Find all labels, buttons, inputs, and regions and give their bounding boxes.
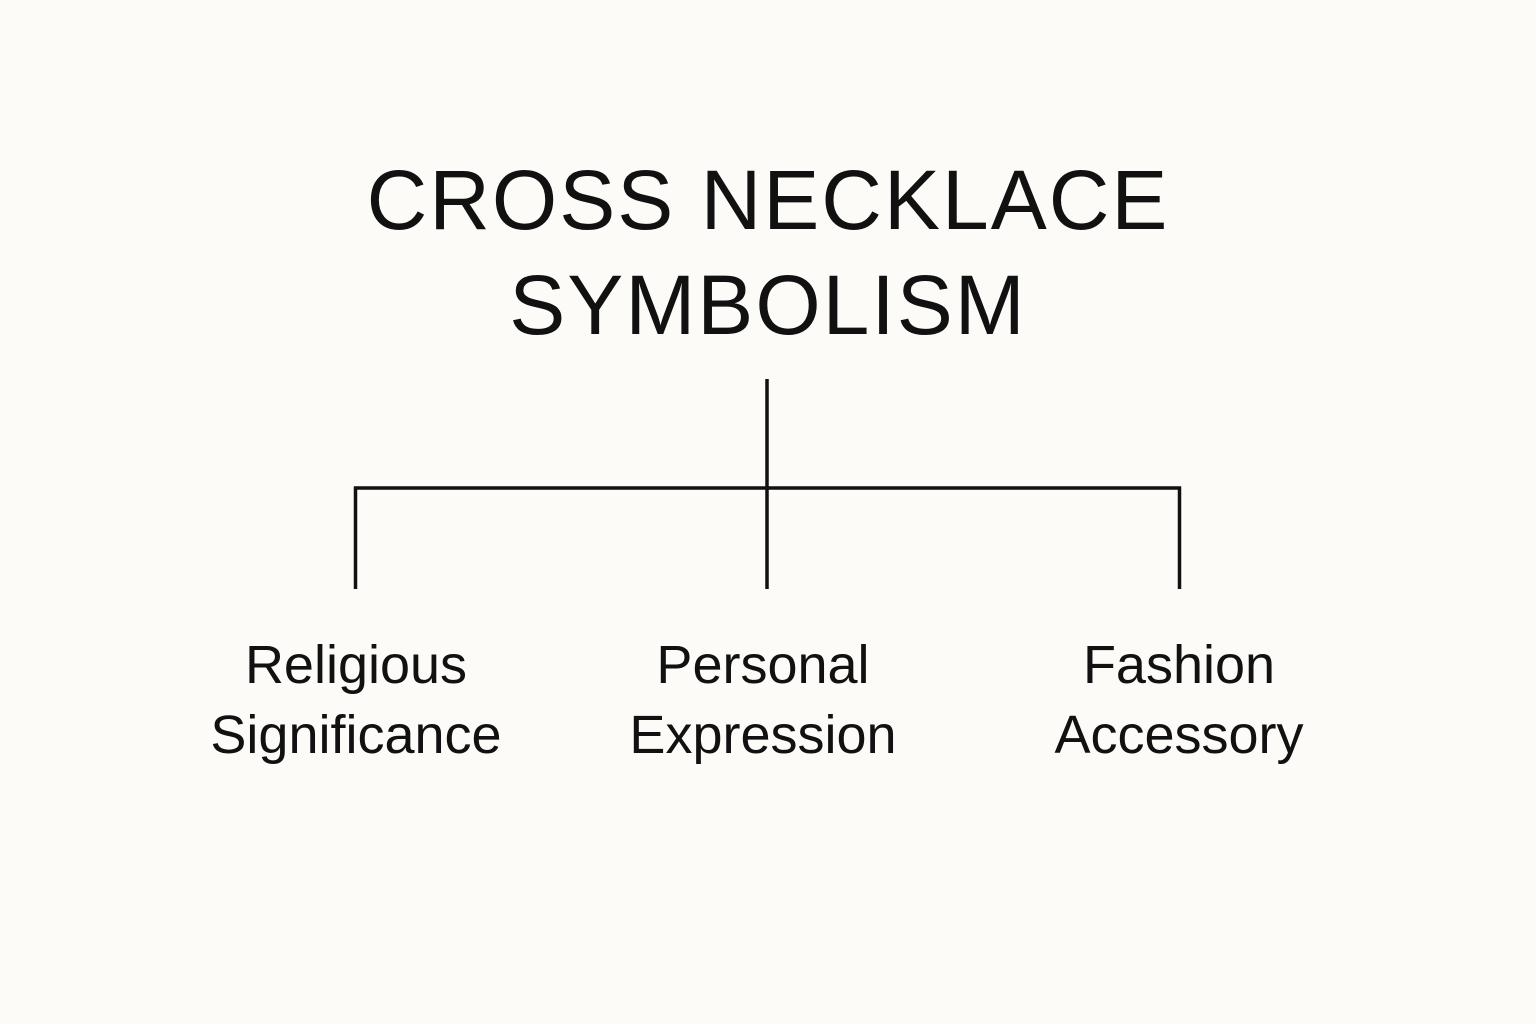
node-label-line-1: Fashion: [1082, 635, 1276, 695]
node-personal-expression: Personal Expression: [553, 630, 973, 770]
node-religious-significance: Religious Significance: [146, 630, 566, 770]
node-label-line-1: Personal: [656, 635, 870, 695]
node-fashion-accessory: Fashion Accessory: [969, 630, 1389, 770]
diagram-title-line-2: SYMBOLISM: [509, 258, 1027, 352]
node-label-line-1: Religious: [244, 635, 468, 695]
diagram-title-line-1: CROSS NECKLACE: [366, 153, 1170, 247]
node-label-line-2: Significance: [210, 705, 502, 765]
node-label-line-2: Accessory: [1054, 705, 1304, 765]
node-label-line-2: Expression: [629, 705, 897, 765]
